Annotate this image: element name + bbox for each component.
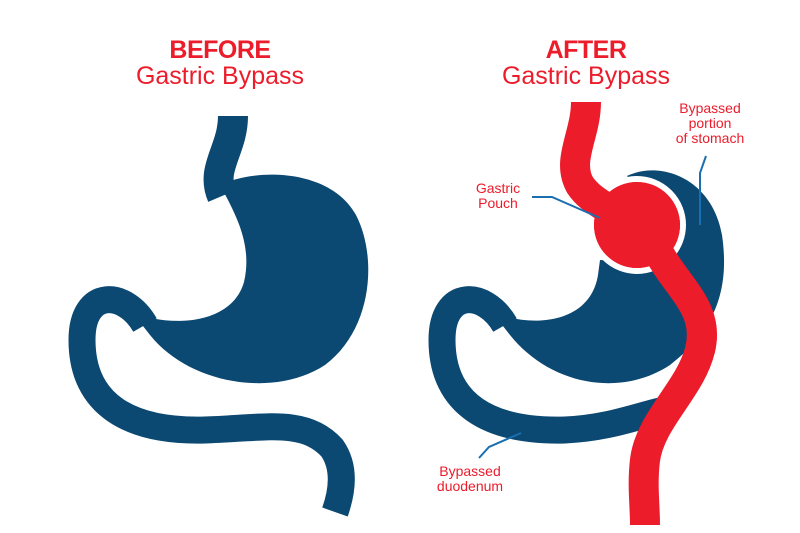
before-esophagus xyxy=(203,115,248,202)
before-stomach-body xyxy=(132,174,369,384)
leader-gastric-pouch xyxy=(532,196,601,219)
before-subheading: Gastric Bypass xyxy=(135,62,305,90)
after-heading: AFTER xyxy=(545,36,627,64)
after-subheading: Gastric Bypass xyxy=(501,62,671,90)
label-bypassed-duodenum: Bypassed duodenum xyxy=(436,463,504,494)
before-title: BEFORE Gastric Bypass xyxy=(100,38,340,89)
leader-bypassed-stomach xyxy=(699,155,707,225)
before-heading: BEFORE xyxy=(169,36,271,64)
leader-lines xyxy=(478,155,707,459)
after-title: AFTER Gastric Bypass xyxy=(466,38,706,89)
before-stomach xyxy=(68,115,369,517)
leader-bypassed-duodenum xyxy=(478,432,522,459)
before-duodenum xyxy=(68,286,355,517)
bypassed-duodenum xyxy=(428,286,668,444)
after-bypass xyxy=(560,101,717,526)
label-bypassed-stomach: Bypassed portion of stomach xyxy=(675,100,745,146)
label-gastric-pouch: Gastric Pouch xyxy=(475,180,521,211)
